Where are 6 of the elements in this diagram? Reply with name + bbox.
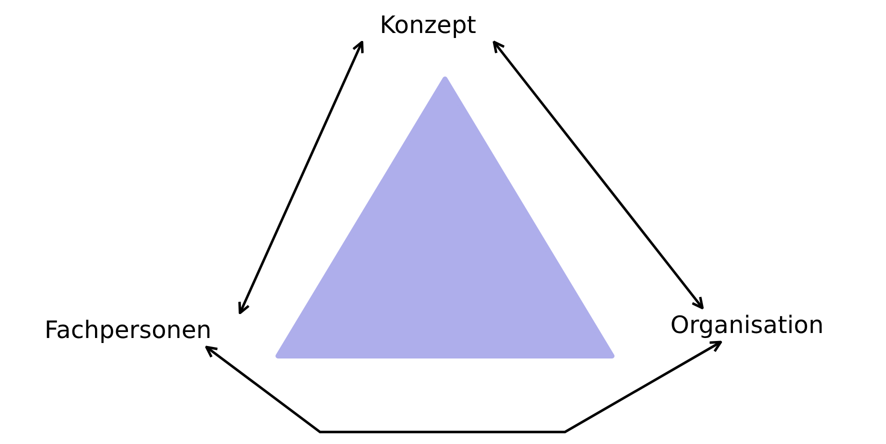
double-arrow [238, 40, 364, 314]
node-label: Organisation [670, 313, 824, 337]
double-arrow [205, 340, 722, 434]
node-label: Konzept [380, 13, 476, 37]
node-label: Fachpersonen [44, 318, 212, 342]
double-arrow [492, 40, 704, 310]
